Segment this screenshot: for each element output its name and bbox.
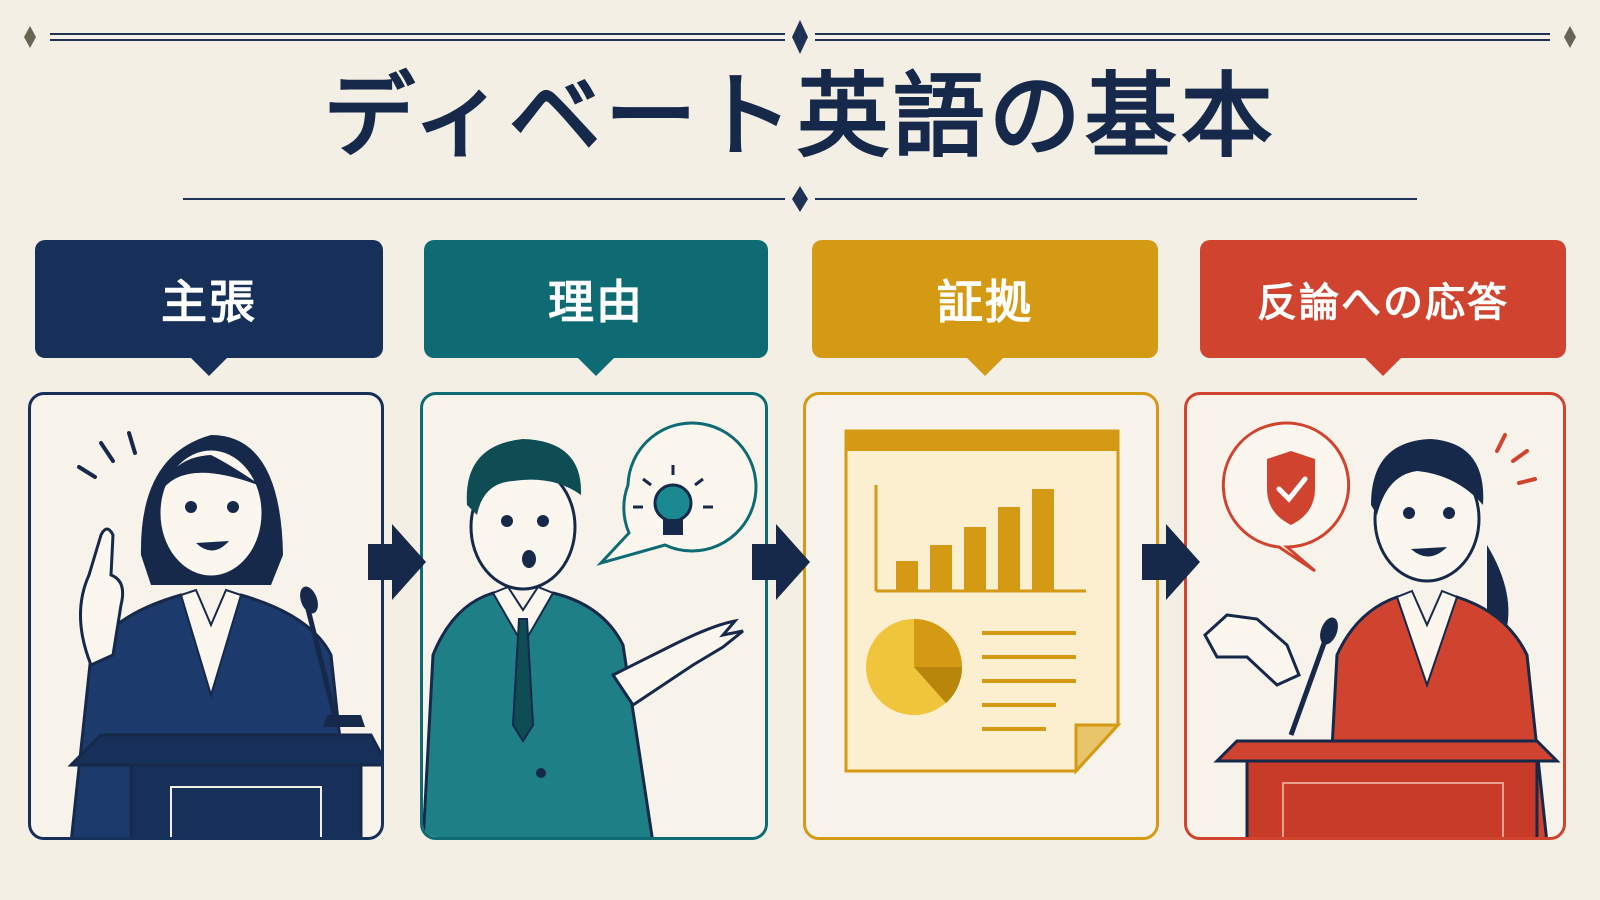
panel-reason: [420, 392, 768, 840]
arrow-right-icon: [752, 524, 810, 600]
speaker-with-idea-icon: [423, 421, 758, 837]
step-label-evidence: 証拠: [812, 240, 1158, 376]
page-title: ディベート英語の基本: [323, 63, 1277, 170]
step-label-claim: 主張: [35, 240, 383, 376]
step-label-text: 証拠: [937, 275, 1033, 329]
arrow-right-icon: [1142, 524, 1200, 600]
evidence-document-icon: [844, 429, 1122, 775]
step-label-text: 反論への応答: [1257, 280, 1509, 326]
step-label-reason: 理由: [424, 240, 768, 376]
step-label-text: 主張: [161, 275, 257, 329]
speaker-with-shield-icon: [1203, 421, 1561, 837]
speaker-pointing-icon: [67, 431, 381, 837]
panel-rebuttal-response: [1184, 392, 1566, 840]
panel-claim: [28, 392, 384, 840]
panel-evidence: [803, 392, 1159, 840]
arrow-right-icon: [368, 524, 426, 600]
step-label-rebuttal-response: 反論への応答: [1200, 240, 1566, 376]
step-label-text: 理由: [548, 275, 644, 329]
